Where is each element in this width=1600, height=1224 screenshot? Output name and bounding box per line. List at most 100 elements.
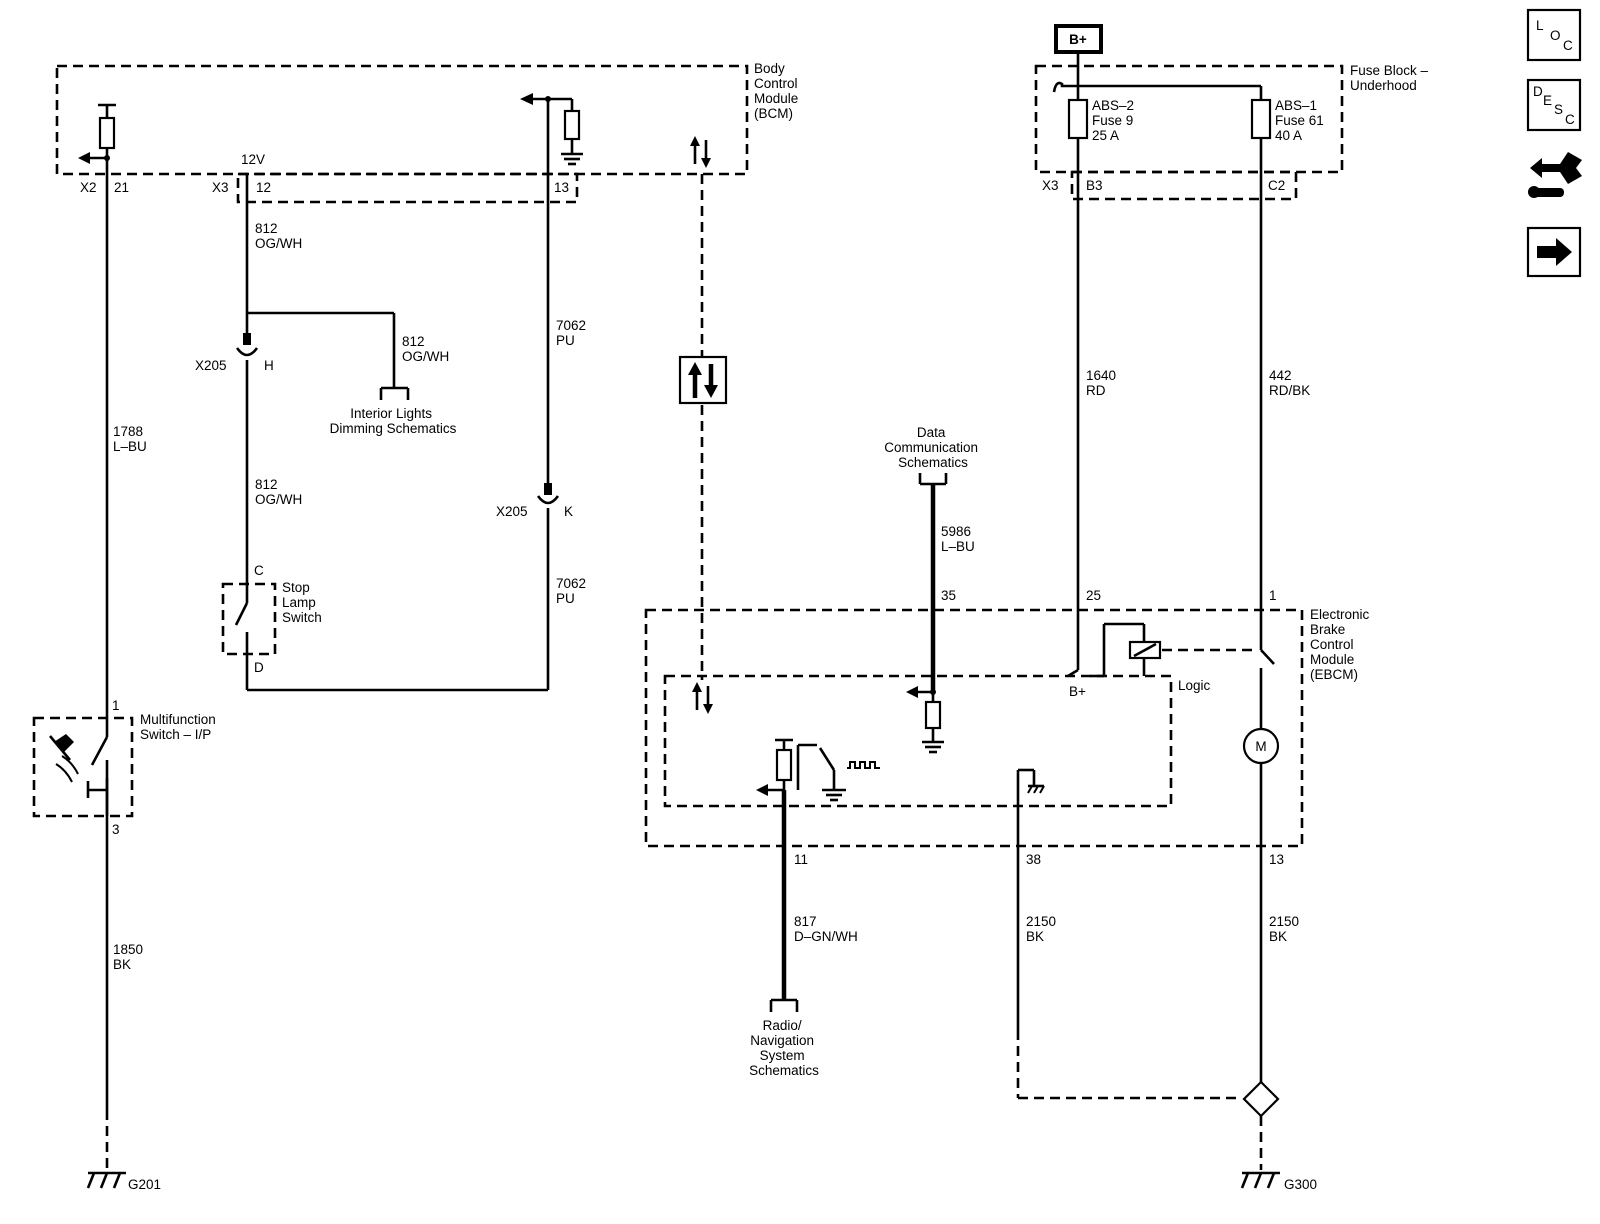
pin-k: K bbox=[564, 504, 573, 519]
fuse-pin-c2: C2 bbox=[1268, 178, 1285, 193]
stop-lamp-switch: C D Stop Lamp Switch bbox=[221, 563, 322, 690]
wire-1850-label: 1850 BK bbox=[113, 942, 147, 972]
serial-data-box-icon bbox=[678, 355, 728, 405]
ebcm-pin11-output bbox=[756, 738, 880, 802]
wire-442-label: 442 RD/BK bbox=[1269, 368, 1310, 398]
stop-lamp-switch-outline bbox=[221, 582, 277, 656]
bcm-x2-label: X2 bbox=[80, 180, 97, 195]
wire-2150-b-label: 2150 BK bbox=[1269, 914, 1303, 944]
ebcm-serial-data-icon bbox=[692, 682, 713, 714]
fuse-block-x3-box bbox=[1070, 170, 1298, 201]
ebcm-pin-11: 11 bbox=[794, 852, 808, 867]
svg-text:C: C bbox=[1563, 38, 1573, 53]
pump-relay bbox=[1090, 622, 1254, 678]
interior-lights-reference-icon bbox=[379, 386, 410, 400]
ground-g300-label: G300 bbox=[1284, 1177, 1317, 1192]
svg-text:E: E bbox=[1543, 93, 1552, 108]
ebcm-pin-25: 25 bbox=[1086, 588, 1101, 603]
fuse-block-label: Fuse Block – Underhood bbox=[1350, 63, 1432, 93]
splice-pack-icon bbox=[1242, 1080, 1280, 1118]
wire-1788-label: 1788 L–BU bbox=[113, 424, 147, 454]
stop-lamp-switch-label: Stop Lamp Switch bbox=[282, 580, 322, 625]
fuse-abs2-label: ABS–2 Fuse 9 25 A bbox=[1092, 98, 1138, 143]
wire-812-top-label: 812 OG/WH bbox=[255, 221, 302, 251]
ebcm-logic-outline bbox=[663, 674, 1173, 808]
x205-k-connector: X205 bbox=[496, 504, 528, 519]
wire-812-mid-label: 812 OG/WH bbox=[255, 477, 302, 507]
pump-motor: M bbox=[1242, 649, 1280, 1085]
bcm-x3-label: X3 bbox=[212, 180, 229, 195]
multifunction-switch-label: Multifunction Switch – I/P bbox=[140, 712, 220, 742]
brake-pedal-icon bbox=[49, 734, 79, 783]
radio-nav-reference-icon bbox=[769, 998, 799, 1012]
connector-tool-icon bbox=[1530, 152, 1582, 184]
bcm-module: Body Control Module (BCM) bbox=[55, 61, 798, 204]
svg-text:L: L bbox=[1536, 18, 1544, 33]
wire-1640-label: 1640 RD bbox=[1086, 368, 1120, 398]
fuse-x3-label: X3 bbox=[1042, 178, 1059, 193]
wrench-icon bbox=[1532, 188, 1564, 197]
ebcm-module: Electronic Brake Control Module (EBCM) 2… bbox=[644, 588, 1373, 1085]
arrow-right-icon bbox=[1537, 238, 1572, 266]
pin-h: H bbox=[264, 358, 274, 373]
bcm-pin21-pullup bbox=[78, 103, 116, 164]
fuse-pin-b3: B3 bbox=[1086, 178, 1103, 193]
wire-7062-bottom-label: 7062 PU bbox=[556, 576, 590, 606]
mf-pin-3: 3 bbox=[112, 822, 120, 837]
data-communication-reference-link[interactable]: Data Communication Schematics bbox=[884, 425, 982, 470]
fuse-abs1-label: ABS–1 Fuse 61 40 A bbox=[1275, 98, 1328, 143]
wire-2150-a-label: 2150 BK bbox=[1026, 914, 1060, 944]
ebcm-logic-label: Logic bbox=[1178, 678, 1211, 693]
serial-data-link bbox=[678, 174, 728, 680]
ebcm-b-plus-label: B+ bbox=[1069, 684, 1086, 699]
bcm-outline bbox=[55, 64, 749, 176]
circuit-812: 812 OG/WH 812 OG/WH 812 OG/WH X205 H Int… bbox=[195, 174, 457, 584]
ebcm-label: Electronic Brake Control Module (EBCM) bbox=[1310, 607, 1373, 682]
interior-lights-reference-link[interactable]: Interior Lights Dimming Schematics bbox=[330, 406, 457, 436]
circuit-5986: Data Communication Schematics 5986 L–BU … bbox=[884, 425, 982, 754]
fuse-abs2-icon bbox=[1067, 98, 1089, 140]
next-page-button[interactable] bbox=[1526, 226, 1582, 278]
component-locator-button[interactable]: L O C bbox=[1526, 8, 1582, 62]
multifunction-switch-outline bbox=[32, 716, 134, 818]
fuse-abs1-icon bbox=[1250, 98, 1272, 140]
ground-g300-icon bbox=[1240, 1171, 1280, 1189]
bcm-x3-connector-box bbox=[236, 172, 579, 204]
svg-text:O: O bbox=[1550, 28, 1561, 43]
ground-g201-icon bbox=[86, 1171, 126, 1189]
radio-nav-reference-link[interactable]: Radio/ Navigation System Schematics bbox=[749, 1018, 819, 1078]
bcm-pin-12: 12 bbox=[256, 180, 271, 195]
ebcm-pin-35: 35 bbox=[941, 588, 956, 603]
circuit-2150: 2150 BK 2150 BK G300 bbox=[1016, 770, 1317, 1192]
x205-h-connector: X205 bbox=[195, 358, 227, 373]
pin-d: D bbox=[254, 660, 264, 675]
wire-812-branch-label: 812 OG/WH bbox=[402, 334, 449, 364]
wire-5986-label: 5986 L–BU bbox=[941, 524, 975, 554]
ebcm-pin-38: 38 bbox=[1026, 852, 1041, 867]
svg-text:C: C bbox=[1565, 112, 1575, 127]
b-plus-label: B+ bbox=[1069, 32, 1087, 47]
ebcm-pin-13: 13 bbox=[1269, 852, 1284, 867]
svg-text:S: S bbox=[1554, 102, 1563, 117]
motor-label: M bbox=[1255, 739, 1266, 754]
pulse-signal-icon bbox=[847, 761, 880, 769]
wire-7062-top-label: 7062 PU bbox=[556, 318, 590, 348]
pin-c: C bbox=[254, 563, 264, 578]
description-operation-button[interactable]: D E S C bbox=[1526, 78, 1582, 132]
ebcm-pin-1: 1 bbox=[1269, 588, 1277, 603]
mf-pin-1: 1 bbox=[112, 698, 120, 713]
circuit-817: 817 D–GN/WH Radio/ Navigation System Sch… bbox=[749, 790, 858, 1078]
fuse-block-underhood: B+ ABS–2 Fuse 9 25 A ABS–1 Fuse 61 40 A … bbox=[1034, 24, 1432, 670]
ebcm-outline bbox=[644, 608, 1304, 848]
ebcm-pin38-ground bbox=[1018, 768, 1045, 794]
bcm-pin13-pulldown bbox=[520, 93, 583, 166]
bcm-pin-13: 13 bbox=[554, 180, 569, 195]
multifunction-switch: 1 3 Multifunction Switch – I/P bbox=[32, 698, 220, 837]
bcm-serial-data-icon bbox=[690, 136, 711, 168]
bcm-12v-label: 12V bbox=[241, 152, 265, 167]
svg-text:D: D bbox=[1533, 84, 1543, 99]
bcm-pin-21: 21 bbox=[114, 180, 129, 195]
diagnostic-tool-button[interactable] bbox=[1528, 152, 1582, 198]
ground-g201-label: G201 bbox=[128, 1177, 161, 1192]
